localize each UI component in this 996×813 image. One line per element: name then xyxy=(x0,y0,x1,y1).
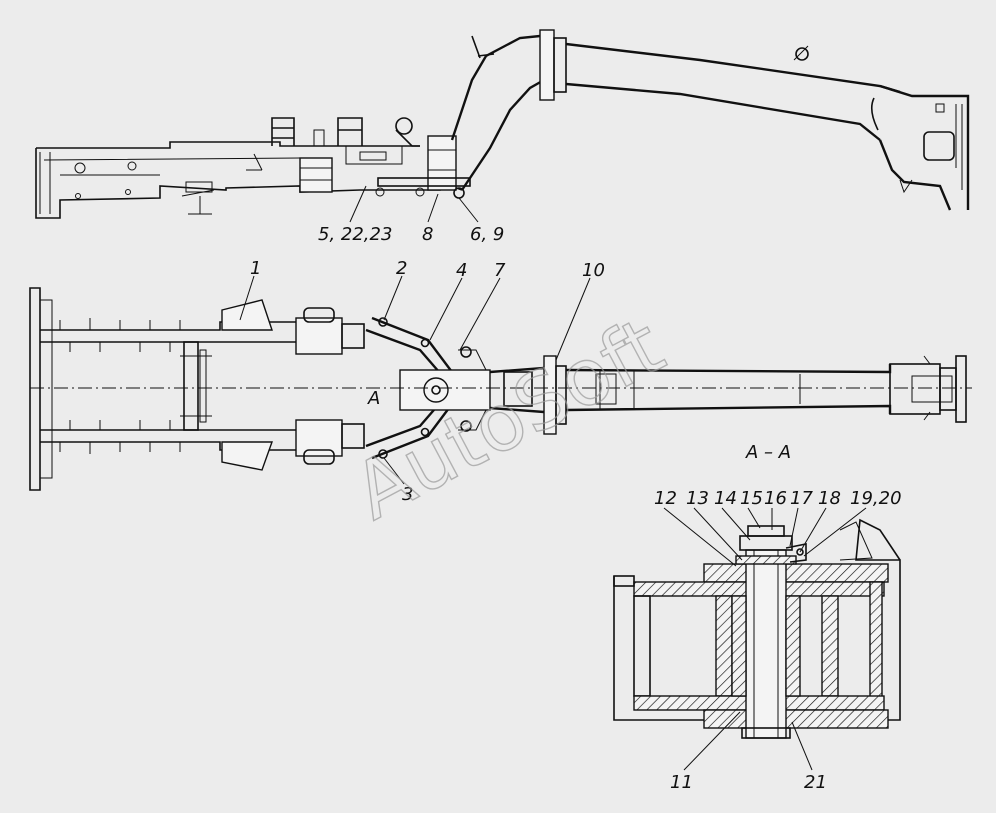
label-3: 3 xyxy=(402,484,413,505)
label-13: 13 xyxy=(686,488,709,509)
label-19-20: 19,20 xyxy=(850,488,902,509)
section-marker-a: A xyxy=(367,388,380,409)
label-10: 10 xyxy=(582,260,605,281)
label-21: 21 xyxy=(804,772,827,793)
side-view-labels: 5, 22,23 8 6, 9 xyxy=(318,185,504,245)
plan-view-labels: 1 2 4 7 10 3 A xyxy=(239,258,605,505)
label-18: 18 xyxy=(818,488,841,509)
label-5-22-23: 5, 22,23 xyxy=(318,224,392,245)
label-14: 14 xyxy=(714,488,737,509)
label-4: 4 xyxy=(456,260,467,281)
section-a-a: A – A xyxy=(613,442,901,739)
label-12: 12 xyxy=(654,488,677,509)
side-view xyxy=(35,29,970,219)
section-title: A – A xyxy=(745,442,791,463)
plan-view xyxy=(29,287,972,491)
label-6-9: 6, 9 xyxy=(470,224,504,245)
label-11: 11 xyxy=(670,772,693,793)
label-16: 16 xyxy=(764,488,787,509)
section-labels: 12 13 14 15 16 17 18 19,20 11 21 xyxy=(654,488,902,793)
label-1: 1 xyxy=(250,258,261,279)
label-17: 17 xyxy=(790,488,813,509)
label-8: 8 xyxy=(422,224,433,245)
watermark: AutoSoft xyxy=(340,301,678,538)
label-15: 15 xyxy=(740,488,763,509)
label-2: 2 xyxy=(396,258,407,279)
label-7: 7 xyxy=(494,260,506,281)
